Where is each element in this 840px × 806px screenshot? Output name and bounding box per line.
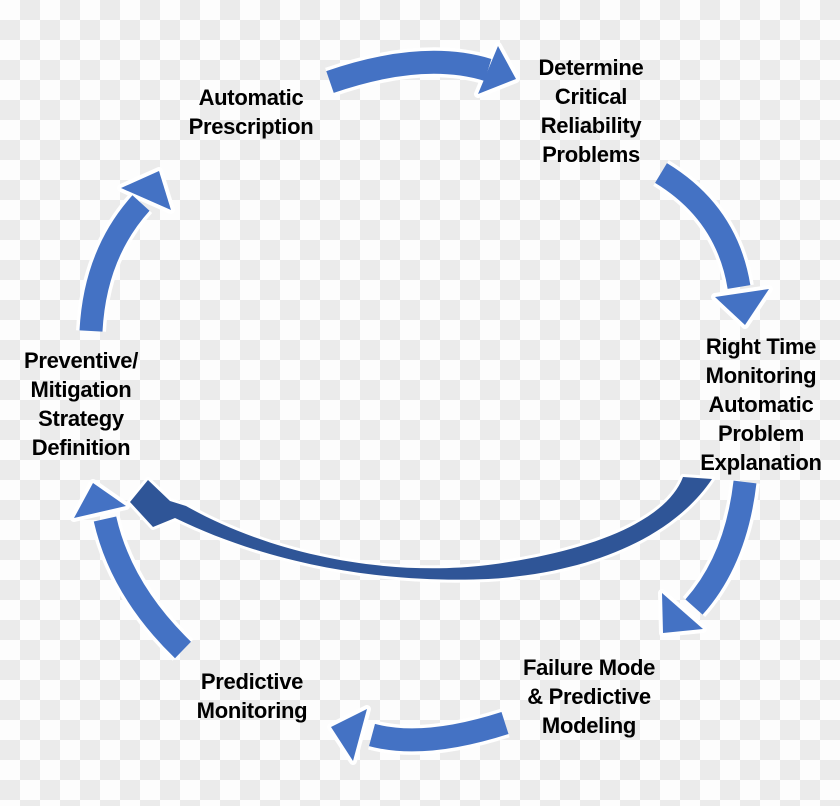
arrow-bottom-head: [331, 709, 367, 761]
arrow-top-right-head: [715, 289, 769, 325]
arrow-bottom-left-head: [74, 483, 126, 518]
arrow-bottom: [331, 709, 509, 761]
arrow-bottom-body: [369, 712, 509, 752]
shortcut-swoosh-arrow: [130, 477, 712, 580]
arrow-top-left: [79, 171, 171, 332]
arrow-top-head: [478, 46, 516, 94]
arrow-bottom-left-body: [93, 516, 192, 659]
node-label-predictive-monitoring: Predictive Monitoring: [196, 669, 308, 723]
arrow-bottom-right-body: [685, 480, 757, 615]
arrow-bottom-right-head: [662, 593, 703, 633]
arrow-bottom-left: [74, 483, 192, 659]
arrow-layer: [74, 46, 769, 761]
node-label-automatic-prescription: Automatic Prescription: [188, 85, 314, 139]
node-label-preventive-mitigation-strategy-definition: Preventive/ Mitigation Strategy Definiti…: [23, 348, 139, 460]
arrow-top: [326, 46, 516, 94]
arrow-top-left-head: [121, 171, 171, 210]
arrow-top-right-body: [654, 163, 751, 290]
node-label-failure-mode-predictive-modeling: Failure Mode & Predictive Modeling: [522, 655, 656, 738]
arrow-top-body: [326, 50, 492, 93]
arrow-bottom-right: [662, 480, 757, 633]
arrow-top-right: [654, 163, 769, 325]
node-label-right-time-monitoring: Right Time Monitoring Automatic Problem …: [700, 334, 822, 475]
arrow-top-left-body: [79, 195, 150, 332]
node-label-determine-critical-reliability-problems: Determine Critical Reliability Problems: [538, 55, 644, 167]
